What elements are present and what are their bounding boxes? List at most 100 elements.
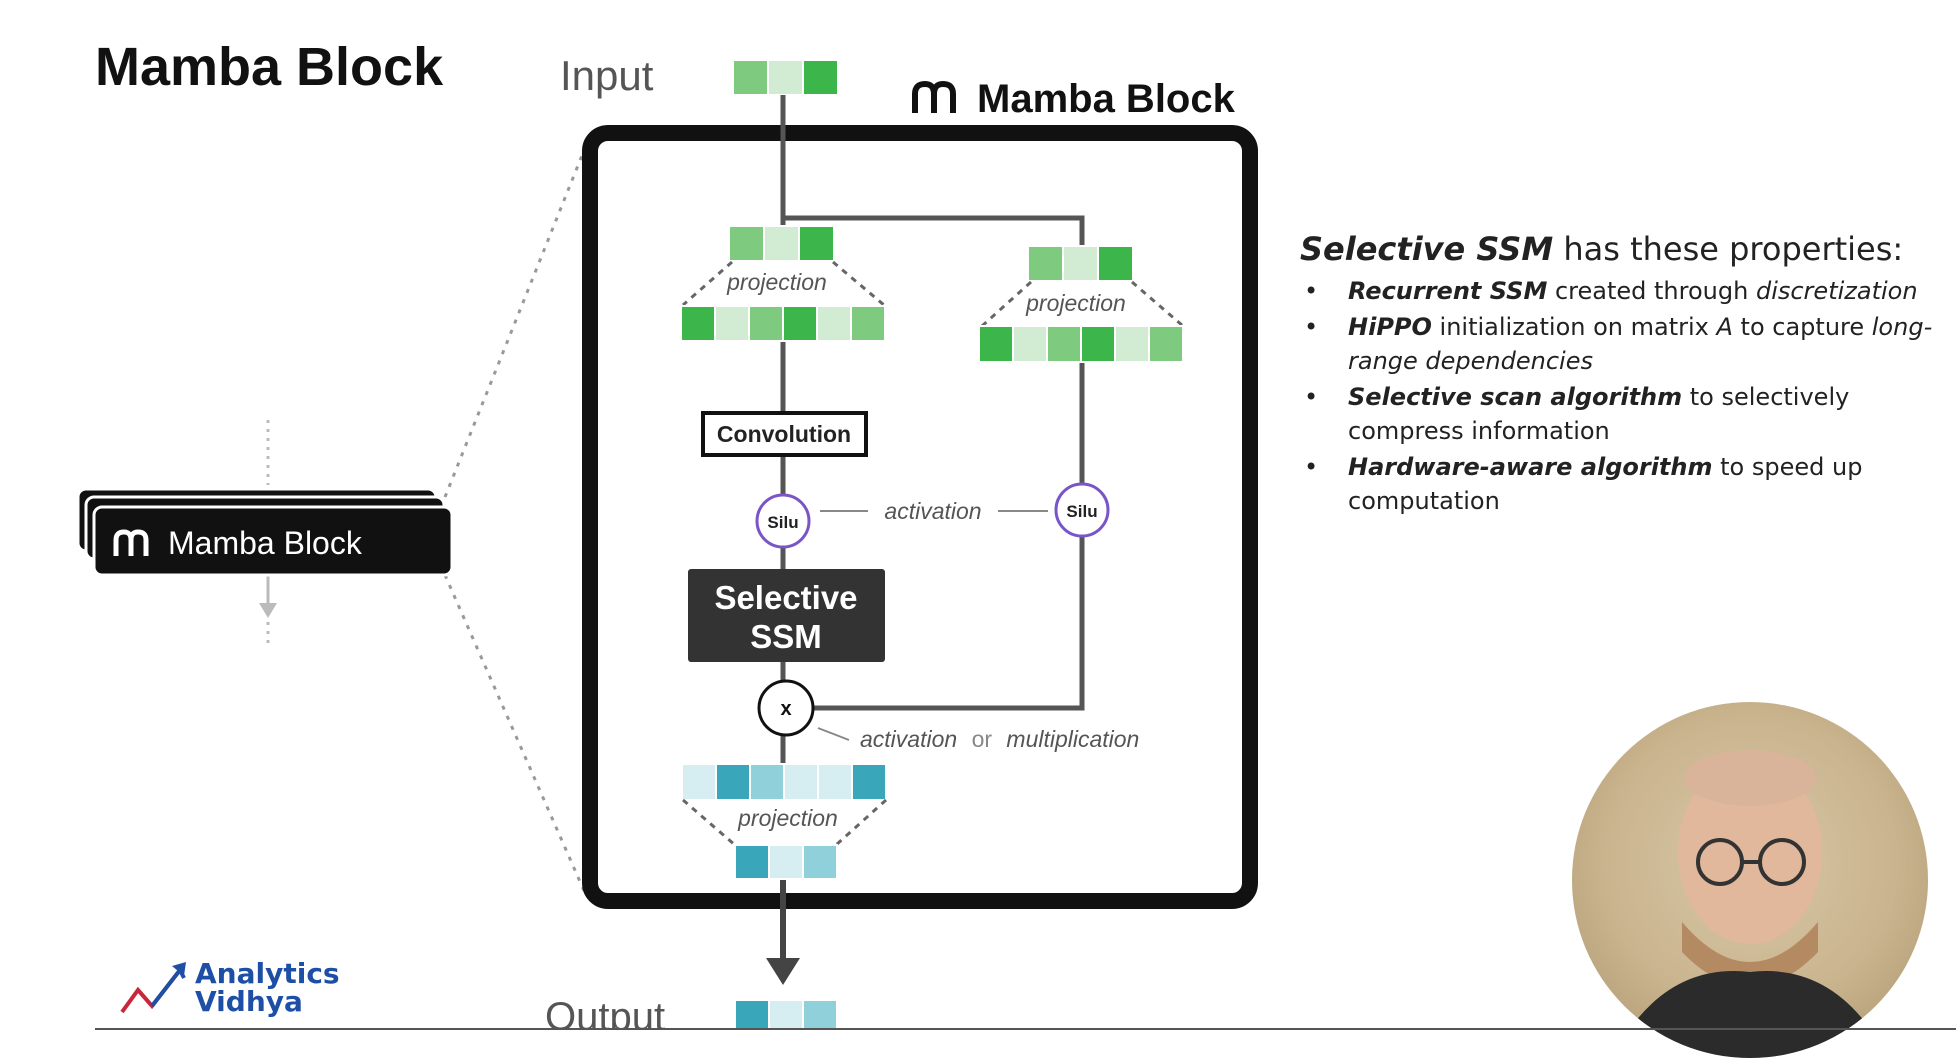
projection-right-label: projection xyxy=(1025,290,1126,316)
slide-title: Mamba Block xyxy=(95,37,444,97)
vector-cell xyxy=(1148,325,1184,363)
selective-ssm-box xyxy=(688,569,885,662)
mult-activation: activation xyxy=(860,726,957,752)
vector-cell xyxy=(1062,245,1099,282)
vector-cell xyxy=(817,763,853,801)
item-bold: Hardware-aware algorithm xyxy=(1348,453,1713,481)
zoom-line-bottom xyxy=(443,574,587,894)
list-item: Recurrent SSM created through discretiza… xyxy=(1300,274,1940,308)
projection-right-input xyxy=(1027,245,1134,282)
vector-cell xyxy=(748,305,784,342)
properties-list: Recurrent SSM created through discretiza… xyxy=(1300,274,1940,518)
mamba-logo-small-icon xyxy=(113,529,149,556)
multiply-symbol: x xyxy=(780,698,791,720)
vector-cell xyxy=(851,763,887,801)
analytics-vidhya-logo-icon xyxy=(120,962,186,1014)
vector-cell xyxy=(1097,245,1134,282)
vector-cell xyxy=(714,305,750,342)
silu-left-label: Silu xyxy=(767,513,798,532)
item-text: created through xyxy=(1547,277,1756,305)
stack-label: Mamba Block xyxy=(168,525,363,561)
vector-cell xyxy=(782,305,818,342)
ssm-line1: Selective xyxy=(714,579,857,616)
projection-bottom-output xyxy=(734,844,838,880)
projection-left-output xyxy=(680,305,886,342)
bottom-divider xyxy=(95,1028,1956,1030)
projection-bottom-input xyxy=(681,763,887,801)
heading-bold: Selective SSM xyxy=(1300,230,1554,268)
convolution-label: Convolution xyxy=(717,421,851,447)
vector-cell xyxy=(1046,325,1082,363)
analytics-vidhya-logo: Analytics Vidhya xyxy=(195,960,340,1016)
vector-cell xyxy=(734,999,770,1030)
ssm-line2: SSM xyxy=(750,618,822,655)
presenter-webcam xyxy=(1572,702,1928,1058)
silu-left-node xyxy=(755,493,811,549)
item-bold: Recurrent SSM xyxy=(1348,277,1548,305)
vector-cell xyxy=(816,305,852,342)
vector-cell xyxy=(1012,325,1048,363)
vector-cell xyxy=(1080,325,1116,363)
mult-multiplication: multiplication xyxy=(1006,726,1139,752)
output-arrow-icon xyxy=(766,958,800,985)
vector-cell xyxy=(802,999,838,1030)
projection-left-label: projection xyxy=(726,269,827,295)
vector-cell xyxy=(732,59,769,96)
multiply-node xyxy=(757,679,815,737)
item-text: to speed up computation xyxy=(1348,453,1863,515)
vector-cell xyxy=(978,325,1014,363)
presenter-icon xyxy=(1612,750,1888,1058)
silu-right-label: Silu xyxy=(1066,502,1097,521)
vector-cell xyxy=(715,763,751,801)
vector-cell xyxy=(728,225,765,262)
mult-annotation: activation or multiplication xyxy=(860,726,1139,752)
properties-heading: Selective SSM has these properties: xyxy=(1300,230,1940,268)
item-bold: Selective scan algorithm xyxy=(1348,383,1683,411)
vector-cell xyxy=(681,763,717,801)
block-title: Mamba Block xyxy=(977,77,1236,121)
output-vector xyxy=(734,999,838,1030)
projection-left-input xyxy=(728,225,835,262)
item-italic: discretization xyxy=(1755,277,1918,305)
vector-cell xyxy=(734,844,770,880)
mult-pointer xyxy=(817,727,850,741)
vector-cell xyxy=(1027,245,1064,282)
vector-cell xyxy=(767,59,804,96)
projection-right-output xyxy=(978,325,1184,363)
list-item: HiPPO initialization on matrix A to capt… xyxy=(1300,310,1940,378)
list-item: Selective scan algorithm to selectively … xyxy=(1300,380,1940,448)
vector-cell xyxy=(1114,325,1150,363)
item-italic2: long-range dependencies xyxy=(1348,313,1933,375)
item-italic: A xyxy=(1716,313,1733,341)
item-text: to selectively compress information xyxy=(1348,383,1850,445)
heading-rest: has these properties: xyxy=(1553,230,1904,268)
silu-right-node xyxy=(1054,482,1110,538)
logo-line1: Analytics xyxy=(195,957,340,990)
vector-cell xyxy=(768,844,804,880)
item-bold: HiPPO xyxy=(1348,313,1432,341)
vector-cell xyxy=(850,305,886,342)
stack-block-front xyxy=(92,505,454,577)
vector-cell xyxy=(749,763,785,801)
mamba-block-diagram: Mamba Block Mamba Block Input projection… xyxy=(76,52,1258,1030)
activation-label: activation xyxy=(884,498,981,524)
vector-cell xyxy=(798,225,835,262)
vector-cell xyxy=(680,305,716,342)
input-vector xyxy=(732,59,839,96)
properties-panel: Selective SSM has these properties: Recu… xyxy=(1300,230,1940,520)
right-line-2 xyxy=(812,535,1085,711)
list-item: Hardware-aware algorithm to speed up com… xyxy=(1300,450,1940,518)
vector-cell xyxy=(783,763,819,801)
vector-cell xyxy=(802,59,839,96)
vector-cell xyxy=(802,844,838,880)
mamba-logo-icon xyxy=(912,80,956,113)
stack-arrow-icon xyxy=(259,603,277,618)
vector-cell xyxy=(768,999,804,1030)
vector-cell xyxy=(763,225,800,262)
projection-bottom-label: projection xyxy=(737,805,838,831)
input-label: Input xyxy=(560,52,654,99)
convolution-box xyxy=(701,411,868,457)
output-label: Output xyxy=(545,995,665,1030)
zoom-line-top xyxy=(443,147,587,498)
mult-or: or xyxy=(972,726,993,752)
